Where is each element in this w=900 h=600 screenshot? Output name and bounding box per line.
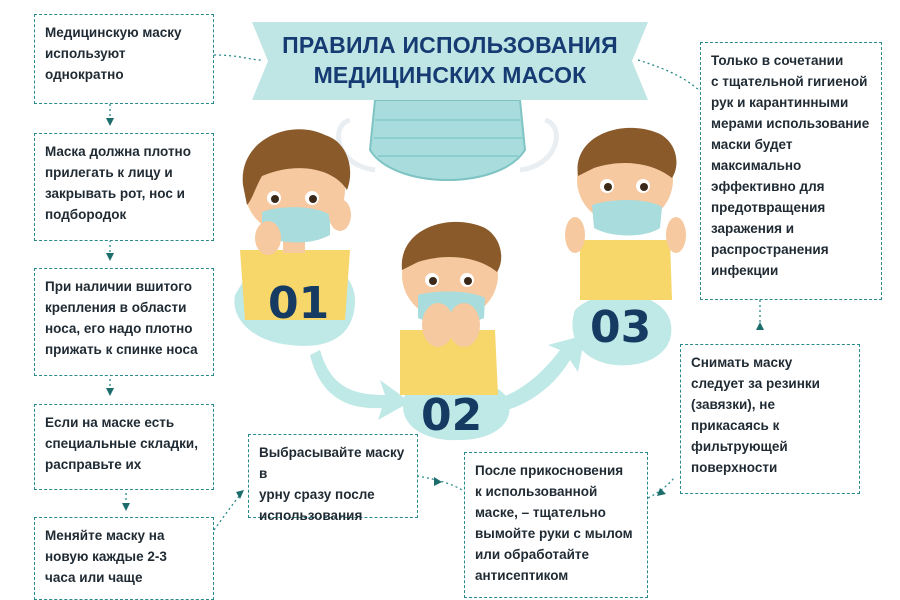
character-step-2 xyxy=(400,221,502,395)
note-wash-hands: После прикосновения к использованной мас… xyxy=(464,452,648,598)
note-single-use: Медицинскую маску используют однократно xyxy=(34,14,214,104)
note-replace: Меняйте маску на новую каждые 2-3 часа и… xyxy=(34,517,214,600)
note-hygiene: Только в сочетании с тщательной гигиеной… xyxy=(700,42,882,300)
title-banner: ПРАВИЛА ИСПОЛЬЗОВАНИЯ МЕДИЦИНСКИХ МАСОК xyxy=(252,22,648,100)
note-nose-clip: При наличии вшитого крепления в области … xyxy=(34,268,214,376)
character-step-1 xyxy=(240,129,351,320)
page-title-line-1: ПРАВИЛА ИСПОЛЬЗОВАНИЯ xyxy=(282,32,618,58)
step-number-2: 02 xyxy=(421,390,483,441)
note-pleats: Если на маске есть специальные складки, … xyxy=(34,404,214,490)
arrow-2-to-3 xyxy=(495,335,585,412)
banner-ribbon xyxy=(252,22,648,100)
step-blob-3 xyxy=(572,293,672,366)
connector-arrowheads xyxy=(106,118,764,511)
note-tight-fit: Маска должна плотно прилегать к лицу и з… xyxy=(34,133,214,241)
note-remove-by-straps: Снимать маску следует за резинки (завязк… xyxy=(680,344,860,494)
note-dispose: Выбрасывайте маску в урну сразу после ис… xyxy=(248,434,418,523)
arrow-1-to-2 xyxy=(310,350,410,420)
mask-illustration xyxy=(336,99,559,181)
character-step-3 xyxy=(565,127,686,300)
page-title-line-2: МЕДИЦИНСКИХ МАСОК xyxy=(313,62,587,88)
step-number-3: 03 xyxy=(590,302,652,353)
step-number-1: 01 xyxy=(268,278,330,329)
